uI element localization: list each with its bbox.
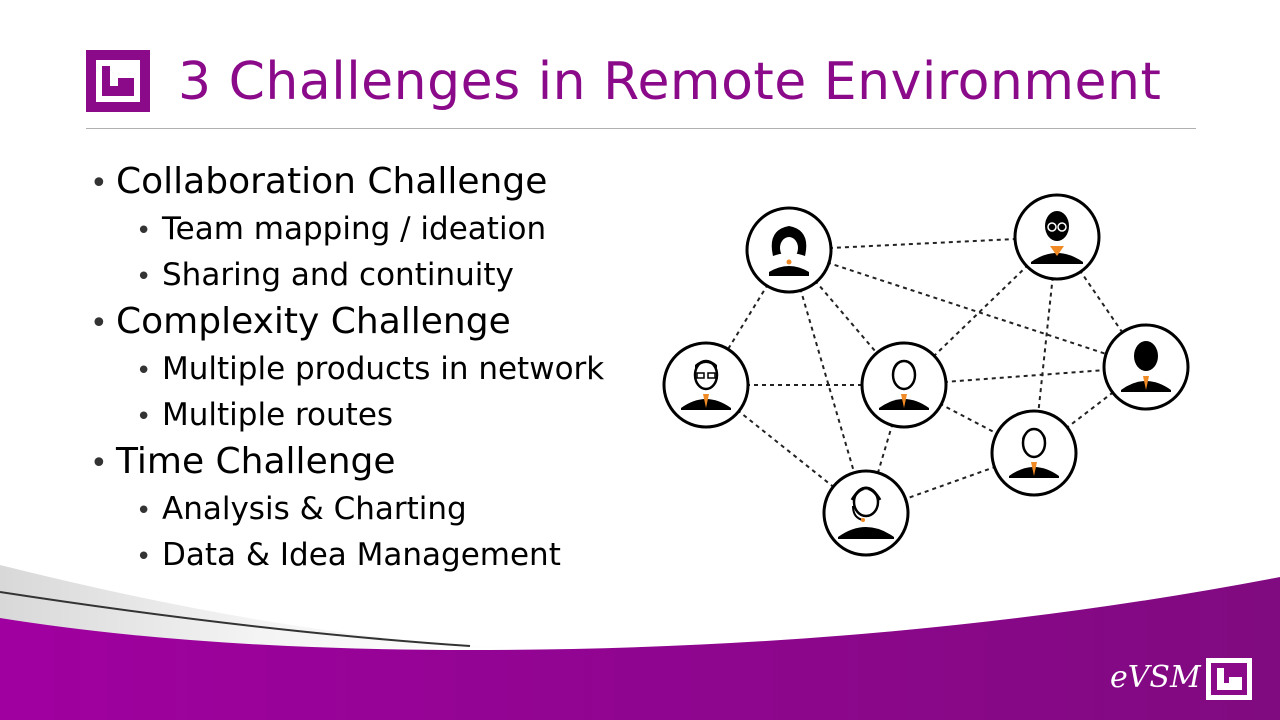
man-silhouette-avatar-icon bbox=[1013, 193, 1101, 281]
sub-bullet: • Team mapping / ideation bbox=[90, 206, 670, 252]
sub-bullet: • Sharing and continuity bbox=[90, 252, 670, 298]
sub-bullet-label: Team mapping / ideation bbox=[162, 211, 547, 247]
man-glasses-avatar-icon bbox=[662, 341, 750, 429]
sub-bullet-label: Multiple routes bbox=[162, 397, 394, 433]
evsm-logo-icon bbox=[1206, 658, 1252, 700]
sub-bullet: • Multiple routes bbox=[90, 392, 670, 438]
man-suit-avatar-icon bbox=[990, 409, 1078, 497]
bullet-dot-icon: • bbox=[90, 306, 108, 341]
bullet-dot-icon: • bbox=[136, 262, 152, 292]
sub-bullet-label: Data & Idea Management bbox=[162, 537, 561, 573]
title-divider bbox=[86, 128, 1196, 129]
bullet-label: Complexity Challenge bbox=[116, 301, 511, 342]
bullet-complexity: •Complexity Challenge bbox=[90, 298, 670, 346]
sub-bullet: • Analysis & Charting bbox=[90, 486, 670, 532]
bullet-list: •Collaboration Challenge •Team mapping /… bbox=[90, 158, 670, 578]
evsm-logo-icon bbox=[86, 50, 150, 112]
bullet-dot-icon: • bbox=[90, 446, 108, 481]
bullet-dot-icon: • bbox=[90, 166, 108, 201]
sub-bullet: • Multiple products in network bbox=[90, 346, 670, 392]
bullet-dot-icon: • bbox=[136, 216, 152, 246]
bullet-label: Time Challenge bbox=[116, 441, 396, 482]
brand-wordmark: eVSM bbox=[1110, 660, 1201, 695]
bullet-dot-icon: • bbox=[136, 356, 152, 386]
sub-bullet: • Data & Idea Management bbox=[90, 532, 670, 578]
sub-bullet-label: Sharing and continuity bbox=[162, 257, 514, 293]
bullet-label: Collaboration Challenge bbox=[116, 161, 548, 202]
footer-wave-decoration bbox=[0, 565, 1280, 720]
sub-bullet-label: Analysis & Charting bbox=[162, 491, 467, 527]
bullet-dot-icon: • bbox=[136, 402, 152, 432]
businessman-avatar-icon bbox=[1102, 323, 1190, 411]
headset-operator-avatar-icon bbox=[822, 469, 910, 557]
bullet-dot-icon: • bbox=[136, 542, 152, 572]
slide-title: 3 Challenges in Remote Environment bbox=[178, 52, 1162, 112]
woman-avatar-icon bbox=[745, 206, 833, 294]
bullet-collaboration: •Collaboration Challenge bbox=[90, 158, 670, 206]
people-network-diagram bbox=[662, 193, 1190, 557]
man-tie-avatar-icon bbox=[860, 341, 948, 429]
sub-bullet-label: Multiple products in network bbox=[162, 351, 605, 387]
bullet-dot-icon: • bbox=[136, 496, 152, 526]
bullet-time: •Time Challenge bbox=[90, 438, 670, 486]
